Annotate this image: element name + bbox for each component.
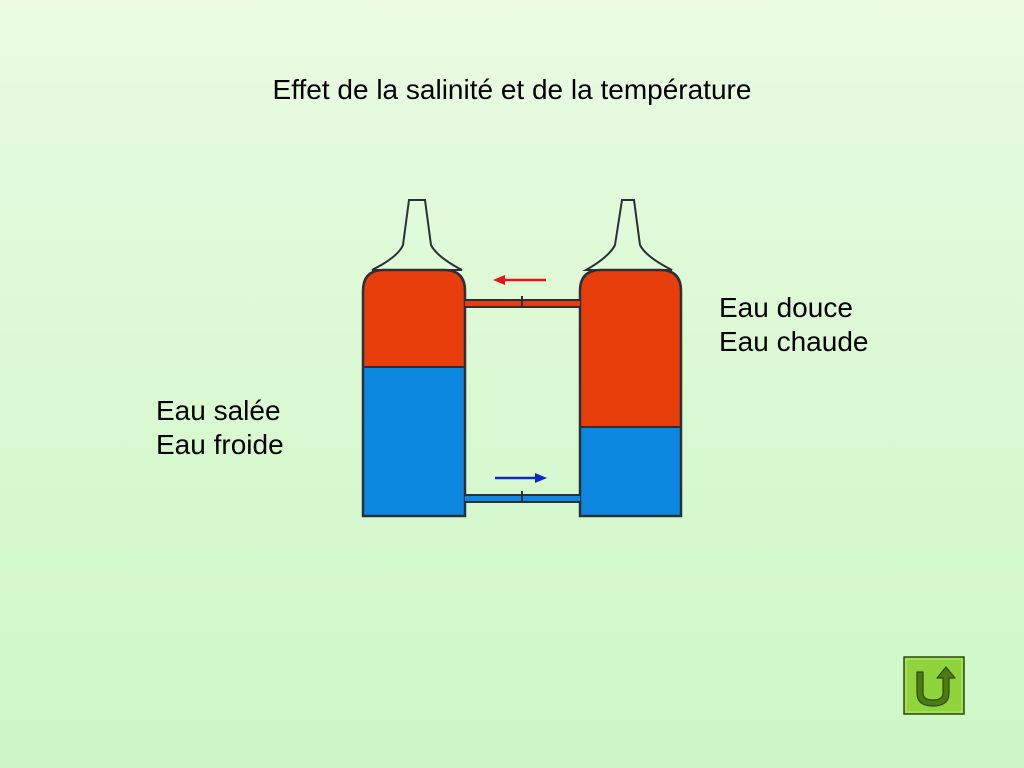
top-pipe [465, 296, 580, 308]
right-bottle [578, 199, 683, 518]
arrow-left-icon [493, 275, 546, 285]
right-bottle-outline [578, 268, 683, 518]
right-bottle-neck [582, 199, 673, 271]
right-bottle-cold-water [580, 427, 681, 516]
left-bottle [361, 199, 467, 518]
salt-cold-water-label: Eau salée Eau froide [156, 394, 284, 462]
left-bottle-outline [361, 268, 467, 518]
salt-water-label: Eau salée [156, 395, 281, 426]
fresh-warm-water-label: Eau douce Eau chaude [719, 291, 868, 359]
warm-water-label: Eau chaude [719, 326, 869, 357]
slide-title: Effet de la salinité et de la températur… [272, 74, 752, 105]
return-button[interactable] [903, 656, 965, 715]
bottom-pipe [465, 491, 580, 503]
cold-water-label: Eau froide [156, 429, 284, 460]
left-bottle-neck [371, 199, 463, 271]
u-turn-return-icon [903, 656, 965, 715]
left-bottle-warm-water [363, 270, 465, 367]
arrow-right-icon [495, 473, 547, 483]
right-bottle-warm-water [580, 270, 681, 427]
left-bottle-cold-water [363, 367, 465, 516]
fresh-water-label: Eau douce [719, 292, 853, 323]
